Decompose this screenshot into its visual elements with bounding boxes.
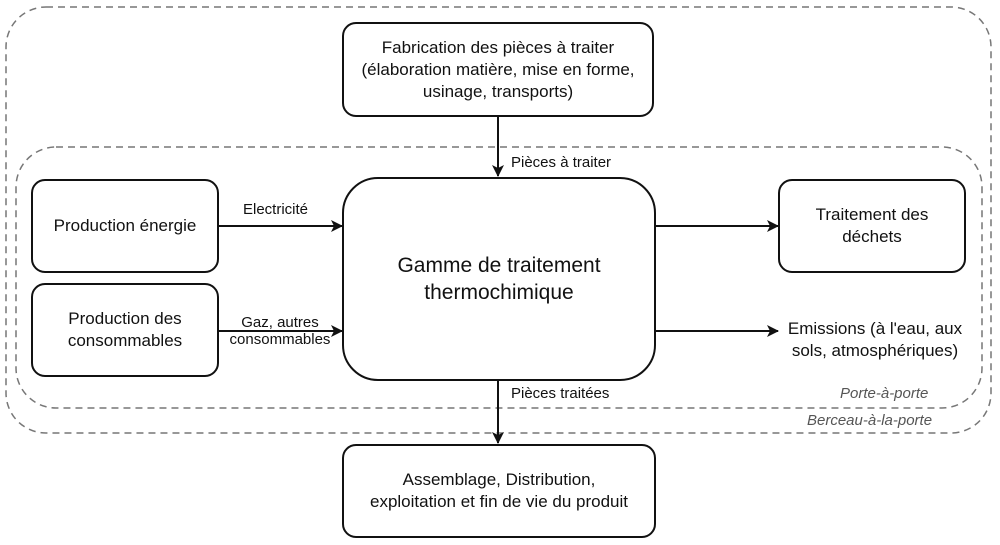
node-emissions: Emissions (à l'eau, aux sols, atmosphéri…: [787, 319, 963, 360]
node-production-consommables: Production des consommables: [31, 283, 219, 377]
node-fabrication: Fabrication des pièces à traiter (élabor…: [342, 22, 654, 117]
node-assemblage: Assemblage, Distribution, exploitation e…: [342, 444, 656, 538]
edge-label-pieces-a-traiter: Pièces à traiter: [511, 154, 612, 171]
node-production-energie: Production énergie: [31, 179, 219, 273]
edge-label-electricite: Electricité: [243, 201, 309, 218]
zone-label-berceau-a-la-porte: Berceau-à-la-porte: [807, 412, 933, 429]
node-traitement-dechets: Traitement des déchets: [778, 179, 966, 273]
edge-label-gaz-consommables: Gaz, autres consommables: [229, 314, 331, 348]
edge-label-pieces-traitees: Pièces traitées: [511, 385, 610, 402]
node-gamme-traitement: Gamme de traitement thermochimique: [342, 177, 656, 381]
zone-label-porte-a-porte: Porte-à-porte: [840, 385, 929, 402]
